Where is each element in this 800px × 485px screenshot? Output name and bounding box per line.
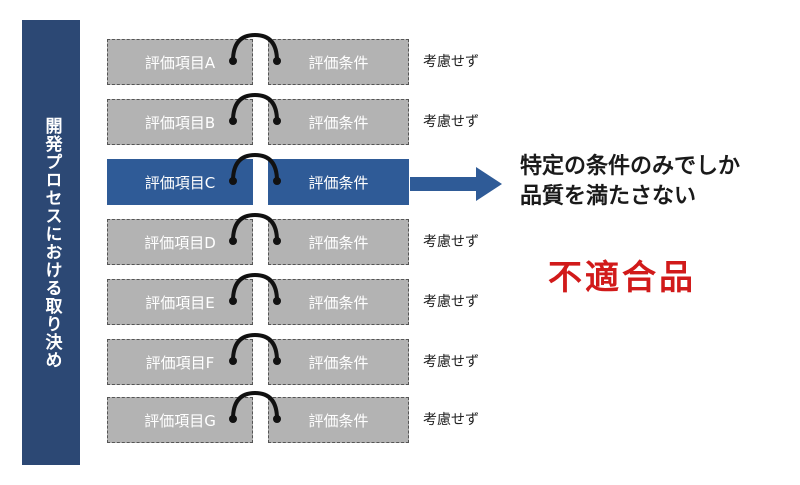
evaluation-condition-label: 評価条件 (308, 173, 369, 192)
evaluation-row-d: 評価項目D 評価条件 考慮せず (105, 212, 485, 265)
evaluation-item-box: 評価項目E (107, 279, 253, 325)
evaluation-condition-box: 評価条件 (268, 219, 409, 265)
result-line-1: 特定の条件のみでしか (520, 154, 741, 179)
link-arc-icon (229, 152, 281, 185)
evaluation-row-c: 評価項目C 評価条件 (105, 152, 485, 205)
evaluation-condition-label: 評価条件 (308, 113, 369, 132)
evaluation-condition-box: 評価条件 (268, 279, 409, 325)
sidebar-label: 開発プロセスにおける取り決め (41, 116, 62, 369)
note-label: 考慮せず (423, 54, 479, 70)
verdict-label: 不適合品 (548, 258, 696, 298)
result-line-2: 品質を満たさない (520, 184, 697, 209)
evaluation-item-label: 評価項目E (145, 293, 215, 312)
link-arc-icon (229, 272, 281, 305)
evaluation-item-label: 評価項目D (144, 233, 216, 252)
evaluation-item-label: 評価項目B (144, 113, 216, 132)
evaluation-condition-box: 評価条件 (268, 99, 409, 145)
result-text: 特定の条件のみでしか 品質を満たさない (520, 152, 740, 212)
evaluation-item-box: 評価項目B (107, 99, 253, 145)
evaluation-item-label: 評価項目G (144, 411, 216, 430)
evaluation-row-b: 評価項目B 評価条件 考慮せず (105, 92, 485, 145)
note-label: 考慮せず (423, 234, 479, 250)
evaluation-row-e: 評価項目E 評価条件 考慮せず (105, 272, 485, 325)
evaluation-condition-label: 評価条件 (308, 53, 369, 72)
note-label: 考慮せず (423, 354, 479, 370)
note-label: 考慮せず (423, 294, 479, 310)
evaluation-condition-label: 評価条件 (308, 353, 369, 372)
note-label: 考慮せず (423, 412, 479, 428)
note-label: 考慮せず (423, 114, 479, 130)
evaluation-condition-box: 評価条件 (268, 39, 409, 85)
evaluation-row-a: 評価項目A 評価条件 考慮せず (105, 32, 485, 85)
evaluation-item-box: 評価項目A (107, 39, 253, 85)
evaluation-row-g: 評価項目G 評価条件 考慮せず (105, 390, 485, 443)
link-arc-icon (229, 332, 281, 365)
evaluation-item-box: 評価項目C (107, 159, 253, 205)
evaluation-item-label: 評価項目A (144, 53, 216, 72)
evaluation-condition-box: 評価条件 (268, 159, 409, 205)
sidebar-panel: 開発プロセスにおける取り決め (22, 20, 80, 465)
link-arc-icon (229, 92, 281, 125)
evaluation-condition-label: 評価条件 (308, 233, 369, 252)
evaluation-item-box: 評価項目F (107, 339, 253, 385)
evaluation-condition-label: 評価条件 (308, 293, 369, 312)
evaluation-item-box: 評価項目D (107, 219, 253, 265)
evaluation-condition-box: 評価条件 (268, 397, 409, 443)
evaluation-item-label: 評価項目C (144, 173, 216, 192)
evaluation-item-label: 評価項目F (145, 353, 215, 372)
evaluation-row-f: 評価項目F 評価条件 考慮せず (105, 332, 485, 385)
right-arrow-icon (410, 167, 502, 201)
evaluation-condition-label: 評価条件 (308, 411, 369, 430)
link-arc-icon (229, 212, 281, 245)
evaluation-condition-box: 評価条件 (268, 339, 409, 385)
link-arc-icon (229, 32, 281, 65)
evaluation-item-box: 評価項目G (107, 397, 253, 443)
link-arc-icon (229, 390, 281, 423)
